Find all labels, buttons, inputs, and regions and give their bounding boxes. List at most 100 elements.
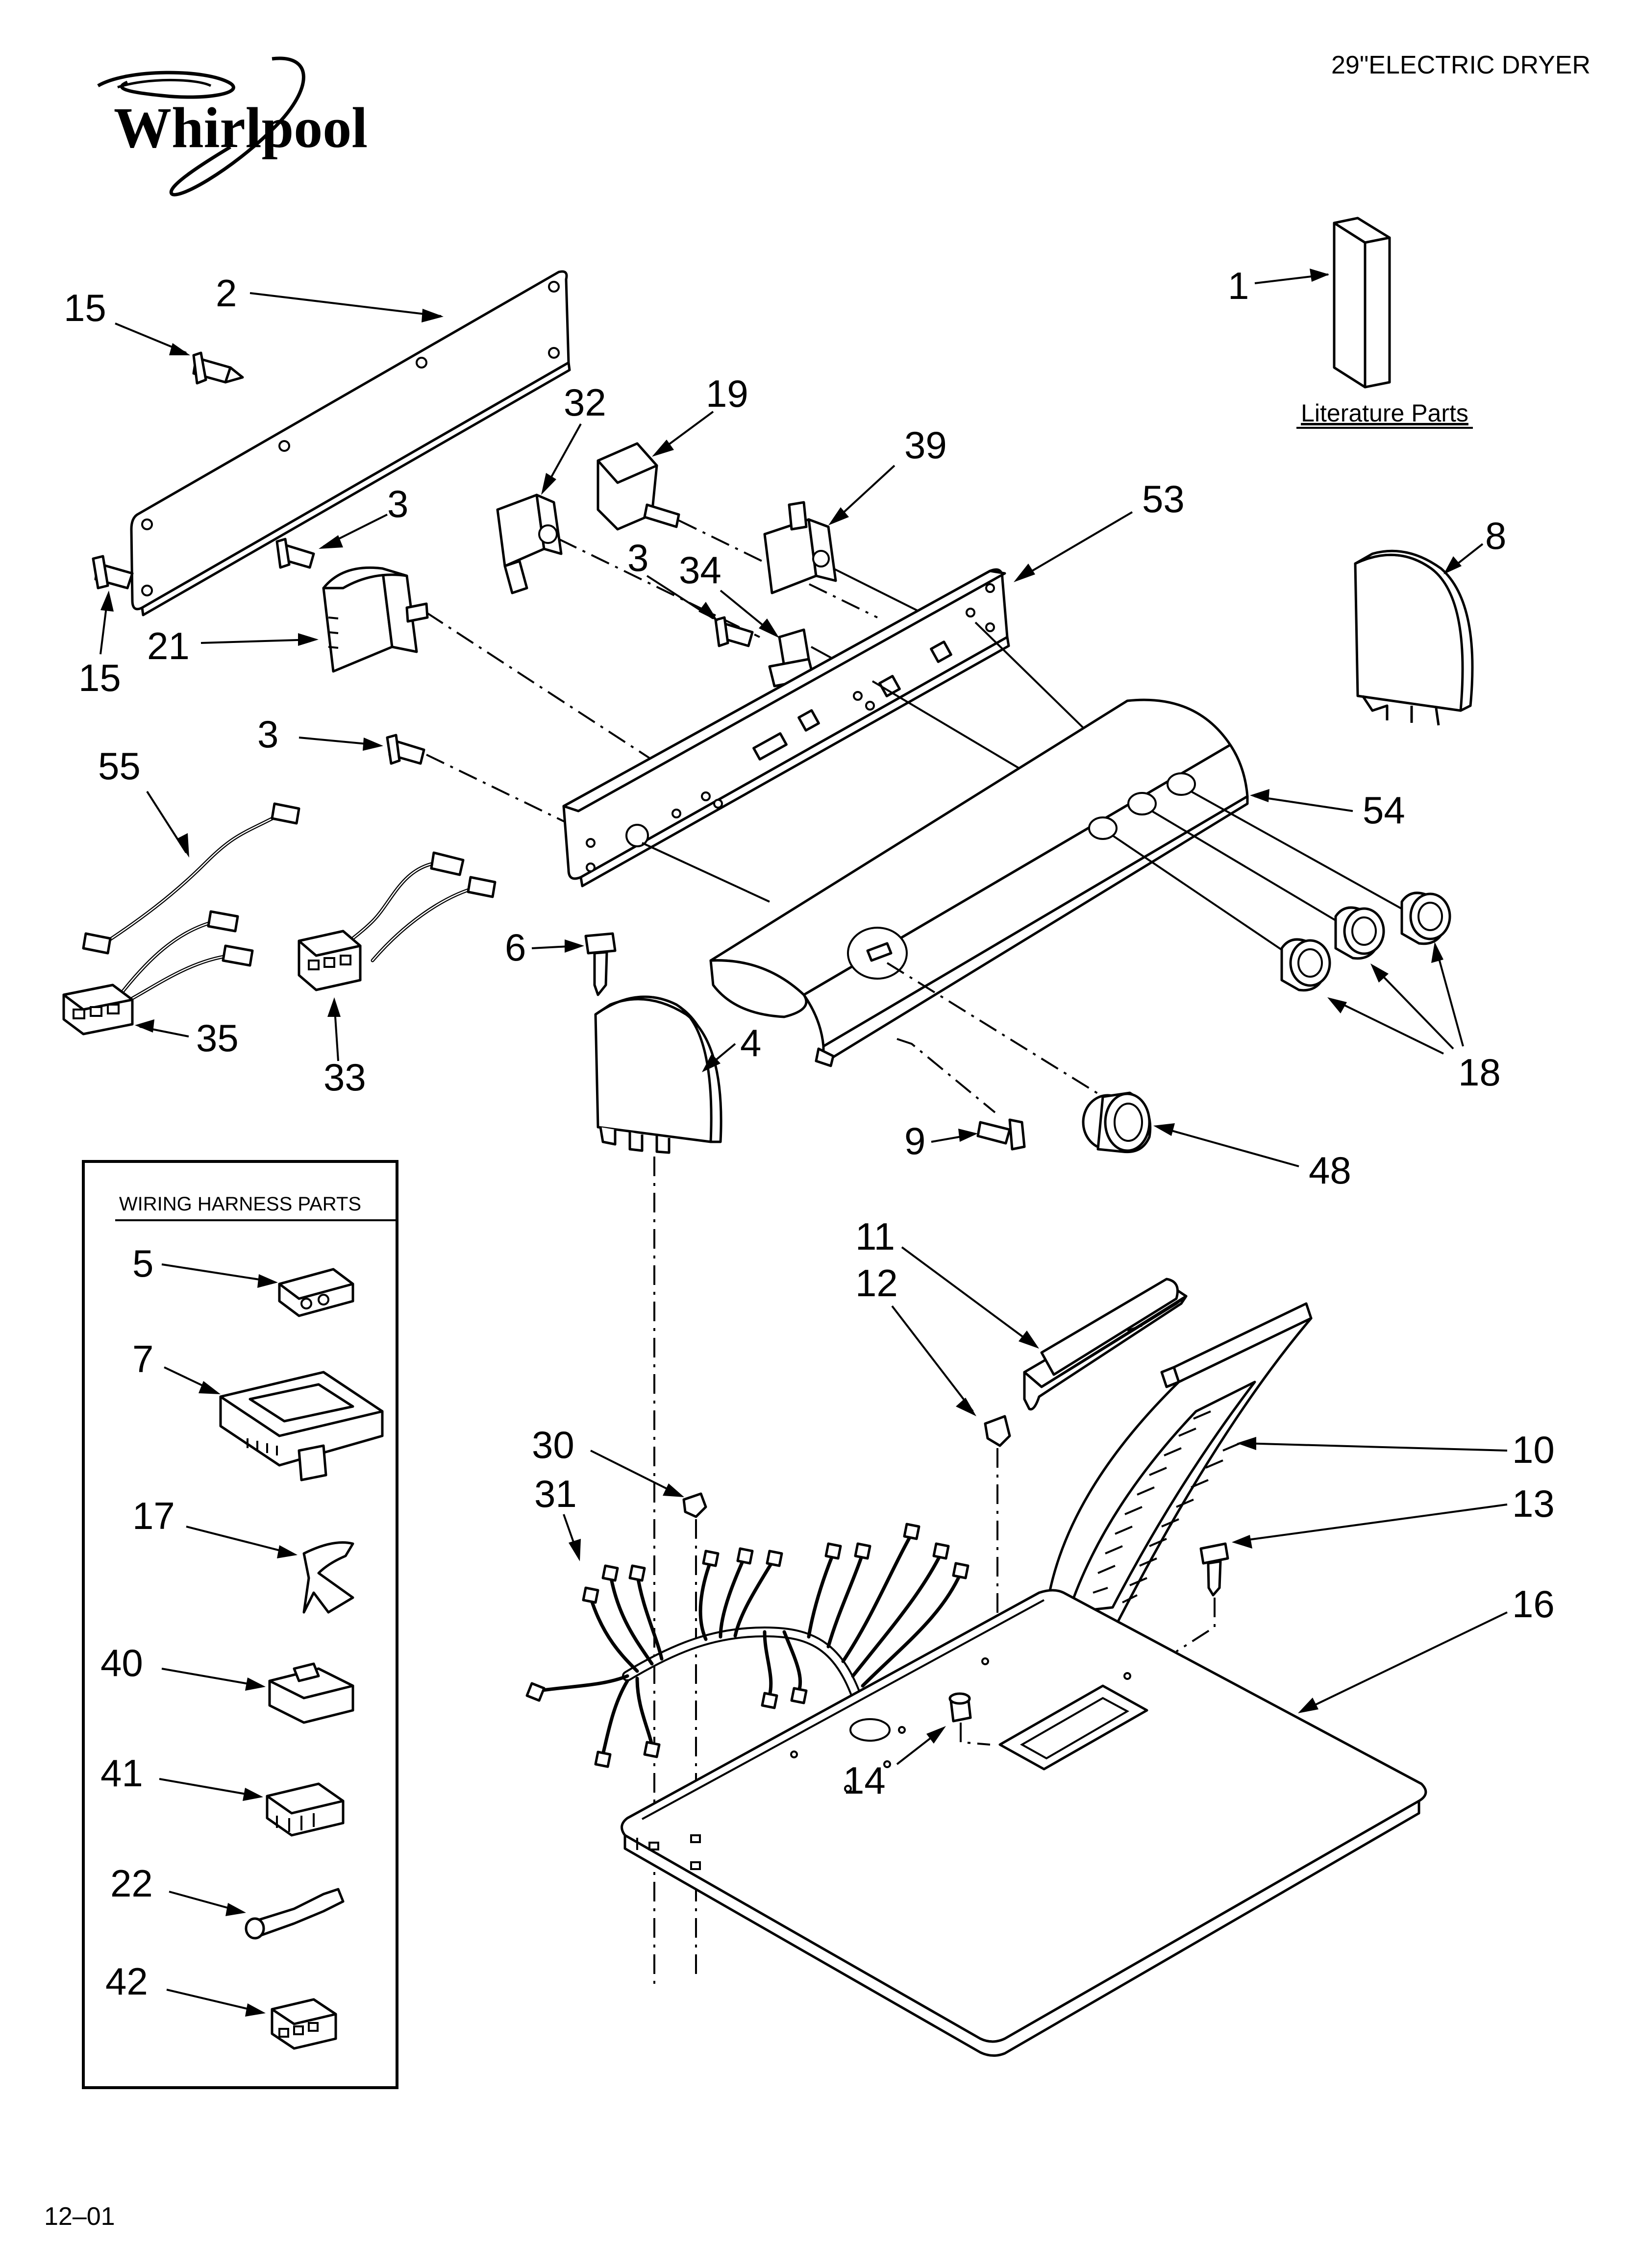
screw-head xyxy=(275,538,291,569)
arrowhead-19 xyxy=(652,440,674,457)
leader-11 xyxy=(901,1246,1035,1346)
bracket53-slot xyxy=(797,709,820,732)
timer-21: 21 xyxy=(147,566,653,761)
top-panel-hole xyxy=(898,1726,906,1734)
wire33-terminal xyxy=(430,851,465,876)
arrowhead-53 xyxy=(1014,564,1035,582)
callout-w7: 7 xyxy=(132,1337,153,1381)
lint-screen-panel xyxy=(1040,1278,1179,1376)
part17-clip xyxy=(302,1541,354,1614)
bracket53-hole xyxy=(985,583,995,593)
wire35-b xyxy=(128,954,232,1002)
screw-6: 6 xyxy=(505,926,617,996)
logo-swirl xyxy=(97,71,235,99)
knob48-face-inner xyxy=(1114,1103,1143,1142)
arrowhead-6 xyxy=(565,939,584,953)
top-panel-surface xyxy=(621,1589,1427,2043)
harness-terminal xyxy=(903,1523,920,1540)
callout-10: 10 xyxy=(1512,1428,1555,1471)
screw-13: 13 xyxy=(1175,1482,1555,1652)
arrowhead-21 xyxy=(298,633,319,646)
callout-18: 18 xyxy=(1458,1051,1501,1094)
control-bracket-53: 53 xyxy=(562,477,1185,903)
knob-face xyxy=(1289,939,1331,987)
leader-18-c xyxy=(1333,999,1444,1055)
console-knob-hole xyxy=(1167,772,1196,796)
arrowhead-8 xyxy=(1443,556,1462,574)
arrowhead-16 xyxy=(1298,1698,1318,1713)
date-code: 12–01 xyxy=(44,2202,115,2231)
screw13-head xyxy=(1199,1542,1229,1565)
part42-top xyxy=(271,1998,337,2025)
bracket53-hole xyxy=(985,622,995,632)
screw-3-timer: 3 xyxy=(275,482,408,569)
callout-w40: 40 xyxy=(100,1641,143,1684)
console-knob-hole xyxy=(1088,816,1118,840)
knob-18-callout: 18 xyxy=(1327,942,1501,1094)
literature-parts-group: Literature Parts 1 xyxy=(1228,217,1473,429)
duct-inner xyxy=(1067,1381,1256,1614)
arrowhead-w5 xyxy=(257,1274,278,1288)
part41-top xyxy=(266,1782,345,1815)
bracket53-hole xyxy=(671,809,681,818)
dash-54-screw xyxy=(896,1038,996,1113)
callout-30: 30 xyxy=(532,1423,574,1466)
screw-head xyxy=(386,734,401,765)
leader-18-b xyxy=(1374,967,1454,1050)
top-panel-rear-line xyxy=(642,1599,1044,1820)
callout-21: 21 xyxy=(147,624,190,667)
leader-18-a xyxy=(1435,948,1464,1047)
arrowhead-w40 xyxy=(245,1677,266,1691)
connector35-pin xyxy=(90,1006,102,1017)
leader-48 xyxy=(1159,1126,1299,1167)
wire-assembly-35: 35 xyxy=(62,910,254,1060)
knob-face-inner xyxy=(1297,948,1323,978)
leader-10 xyxy=(1242,1442,1508,1452)
wiring-harness-31: 31 xyxy=(525,1472,970,1768)
logo-swirl-inner xyxy=(117,78,212,89)
top-panel-slot xyxy=(690,1834,701,1843)
screw-head xyxy=(192,351,207,385)
clip30-body xyxy=(682,1492,707,1518)
leader-12 xyxy=(891,1305,974,1412)
part7-teeth xyxy=(247,1438,278,1455)
arrowhead-55 xyxy=(176,833,189,858)
callout-w5: 5 xyxy=(132,1242,153,1285)
screw6-shank xyxy=(593,951,608,996)
harness-terminal xyxy=(761,1692,778,1709)
lint-duct-10: 10 xyxy=(1043,1302,1555,1648)
bracket53-knob-hole xyxy=(625,824,649,847)
dash-3-left xyxy=(426,754,589,834)
literature-book-face xyxy=(1364,236,1391,389)
part42-pin xyxy=(308,2022,319,2032)
arrowhead-2 xyxy=(422,309,444,322)
literature-parts-label: Literature Parts xyxy=(1301,399,1468,427)
top-panel-slot xyxy=(690,1861,701,1870)
timer-top xyxy=(322,566,408,590)
wire35-a-core xyxy=(119,920,217,996)
part5-hole xyxy=(318,1294,329,1306)
harness-terminal xyxy=(952,1562,970,1579)
callout-34: 34 xyxy=(679,548,721,592)
switch39-body xyxy=(763,518,818,594)
arrowhead-33 xyxy=(327,997,341,1017)
rear-panel-hole xyxy=(548,347,560,359)
callout-19: 19 xyxy=(706,372,748,415)
leader-w42 xyxy=(166,1989,260,2013)
bracket53-hole xyxy=(713,799,723,809)
part22-terminal xyxy=(253,1888,345,1937)
wiring-box-title: WIRING HARNESS PARTS xyxy=(119,1193,361,1215)
arrowhead-9 xyxy=(958,1129,978,1142)
leader-2 xyxy=(249,292,442,317)
arrowhead-34 xyxy=(759,618,779,638)
clip12-body xyxy=(984,1415,1011,1447)
screw-tip xyxy=(224,366,244,384)
top-panel-hole xyxy=(790,1750,798,1758)
rear-panel-hole xyxy=(416,357,427,369)
part42-pin xyxy=(278,2028,289,2038)
line-53-c xyxy=(642,842,770,903)
callout-53: 53 xyxy=(1142,477,1185,520)
switch-32: 32 xyxy=(496,381,760,638)
screw6-head xyxy=(584,932,617,955)
